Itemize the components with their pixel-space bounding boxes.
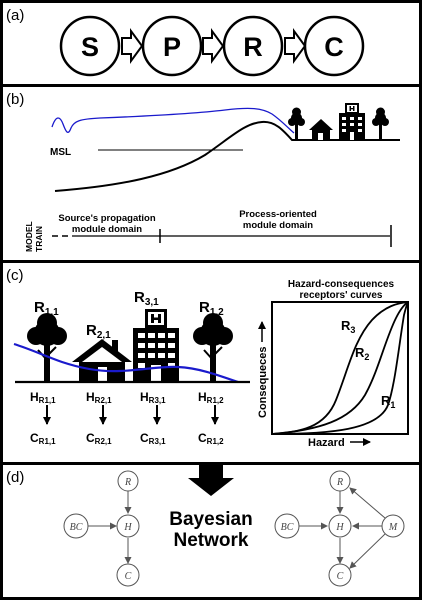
bn-right: R BC H M C	[274, 470, 405, 587]
panel-a: (a) S P R C	[0, 0, 422, 87]
chain-node-s: S	[59, 15, 121, 77]
tree-icon	[27, 313, 67, 382]
model-train-label-line2: TRAIN	[34, 226, 44, 252]
bn-node-h: H	[328, 514, 352, 538]
process-domain-label-line1: Process-oriented	[239, 209, 317, 220]
curve-r2-label: R2	[355, 345, 369, 362]
hazard-label: HR1,2	[198, 390, 224, 405]
panel-a-label: (a)	[6, 7, 24, 24]
receptor-4-label: R1,2	[199, 299, 224, 318]
receptor-1-label: R1,1	[34, 299, 59, 318]
panel-c-label: (c)	[6, 267, 24, 284]
house-icon	[72, 339, 132, 382]
curves-title-line2: receptors' curves	[300, 290, 383, 301]
panel-b-label: (b)	[6, 91, 24, 108]
svg-text:H: H	[335, 522, 344, 533]
receptor-2-column: HR2,1 CR2,1	[86, 390, 112, 446]
curve-r2	[271, 301, 409, 435]
bn-node-r: R	[329, 470, 351, 492]
receptor-2-label: R2,1	[86, 322, 111, 341]
svg-text:BC: BC	[281, 522, 294, 533]
bn-node-h: H	[116, 514, 140, 538]
bn-title-line2: Network	[174, 530, 249, 551]
bn-left: R BC H C	[63, 470, 140, 587]
bn-node-bc: BC	[274, 513, 300, 539]
process-domain-label-line2: module domain	[243, 220, 313, 231]
tree-icon	[193, 313, 233, 382]
chain-node-s-label: S	[81, 32, 99, 62]
x-axis-label: Hazard	[308, 437, 345, 449]
svg-text:C: C	[337, 571, 344, 582]
hospital-icon	[339, 103, 365, 140]
hazard-label: HR1,1	[30, 390, 56, 405]
chain-node-c: C	[303, 15, 365, 77]
house-icon	[309, 119, 333, 140]
model-train-label-line1: MODEL	[24, 221, 34, 252]
hospital-icon	[133, 309, 179, 382]
receptor-4-column: HR1,2 CR1,2	[198, 390, 224, 446]
water-surface-line	[51, 107, 295, 134]
chain-node-r: R	[222, 15, 284, 77]
curves-title-line1: Hazard-consequences	[288, 279, 395, 290]
chain-node-r-label: R	[243, 32, 263, 62]
curve-r3-label: R3	[341, 318, 355, 335]
bn-node-bc: BC	[63, 513, 89, 539]
consequence-label: CR1,2	[198, 431, 224, 446]
curve-r3	[271, 301, 409, 435]
hazard-consequence-curves: Hazard-consequences receptors' curves R3…	[257, 279, 409, 449]
panel-b: (b) MSL	[0, 84, 422, 263]
receptor-1-column: HR1,1 CR1,1	[30, 390, 56, 446]
tree-icon	[288, 107, 305, 140]
chain-node-p-label: P	[163, 32, 181, 62]
consequence-label: CR1,1	[30, 431, 56, 446]
consequence-label: CR2,1	[86, 431, 112, 446]
bn-title-line1: Bayesian	[169, 509, 252, 530]
panel-d: (d) Bayesian Network R BC H C R BC H	[0, 462, 422, 600]
svg-text:M: M	[388, 522, 398, 533]
panel-d-frame	[0, 462, 422, 600]
down-arrow-icon	[188, 464, 234, 496]
bn-node-c: C	[116, 563, 140, 587]
panel-d-label: (d)	[6, 469, 24, 486]
chain-node-c-label: C	[324, 32, 344, 62]
bn-node-c: C	[328, 563, 352, 587]
source-domain-label-line2: module domain	[72, 224, 142, 235]
bn-node-r: R	[117, 470, 139, 492]
chain-arrow-icon	[121, 27, 144, 65]
curves-plot-area	[271, 301, 409, 435]
svg-text:H: H	[123, 522, 132, 533]
tree-icon	[372, 107, 389, 140]
hazard-label: HR3,1	[140, 390, 166, 405]
curve-r1	[271, 301, 409, 435]
svg-text:BC: BC	[70, 522, 83, 533]
source-domain-label-line1: Source's propagation	[58, 213, 155, 224]
panel-c: (c) R1,1 R2,1 R3,1 R1,2	[0, 260, 422, 465]
msl-label: MSL	[50, 147, 71, 158]
y-axis-label: Consequeces	[257, 346, 269, 418]
svg-text:R: R	[124, 477, 131, 488]
receptor-3-column: HR3,1 CR3,1	[140, 390, 166, 446]
svg-text:C: C	[125, 571, 132, 582]
seabed-profile	[54, 120, 400, 192]
flood-water-line	[13, 342, 239, 384]
curve-r1-label: R1	[381, 393, 395, 410]
svg-text:R: R	[336, 477, 343, 488]
chain-arrow-icon	[202, 27, 225, 65]
chain-arrow-icon	[284, 27, 307, 65]
hazard-label: HR2,1	[86, 390, 112, 405]
bn-node-m: M	[381, 514, 405, 538]
chain-node-p: P	[141, 15, 203, 77]
consequence-label: CR3,1	[140, 431, 166, 446]
receptor-3-label: R3,1	[134, 289, 159, 308]
